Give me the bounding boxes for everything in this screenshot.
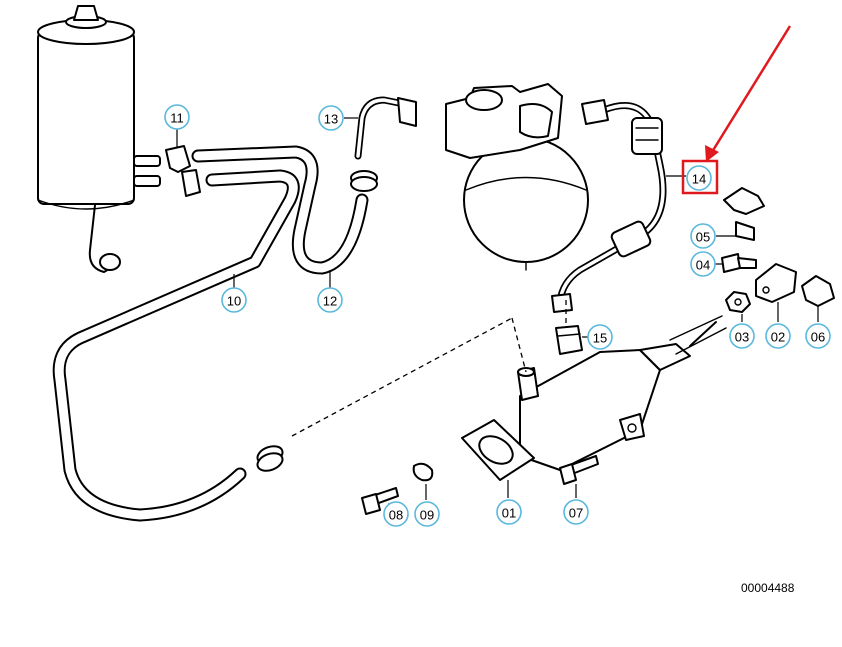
nut-03 — [725, 291, 751, 322]
callout-07: 07 — [563, 499, 589, 525]
callout-12: 12 — [317, 287, 343, 313]
bolt-08 — [361, 487, 399, 515]
callout-label: 04 — [696, 258, 710, 273]
callout-label: 08 — [389, 508, 403, 523]
callout-label: 03 — [735, 330, 749, 345]
callout-06: 06 — [805, 323, 831, 349]
pointer-arrowhead — [705, 145, 719, 162]
callout-05: 05 — [690, 223, 716, 249]
callout-08: 08 — [383, 501, 409, 527]
pipe-14 — [551, 99, 686, 313]
pipe-13 — [344, 96, 417, 192]
clip-06 — [801, 275, 835, 322]
master-cylinder — [461, 315, 727, 498]
pointer-arrow — [710, 25, 792, 153]
callout-label: 07 — [569, 506, 583, 521]
hose-clamp-lower — [256, 445, 284, 472]
callout-09: 09 — [414, 501, 440, 527]
reservoir — [37, 5, 161, 273]
callout-14: 14 — [686, 165, 712, 191]
callout-15: 15 — [587, 324, 613, 350]
callout-label: 05 — [696, 230, 710, 245]
washer-09 — [412, 462, 434, 500]
callout-04: 04 — [690, 251, 716, 277]
clevis-02 — [755, 263, 797, 322]
bolt-07 — [559, 455, 599, 498]
callout-label: 10 — [227, 294, 241, 309]
callout-label: 12 — [323, 294, 337, 309]
callout-label: 13 — [324, 112, 338, 127]
callout-label: 02 — [771, 330, 785, 345]
pressure-accumulator — [445, 83, 589, 271]
callout-03: 03 — [729, 323, 755, 349]
document-number: 00004488 — [741, 581, 795, 595]
hose-12 — [191, 145, 369, 289]
callout-label: 14 — [692, 172, 706, 187]
callout-01: 01 — [496, 499, 522, 525]
highlight-box — [681, 159, 719, 195]
hose-union — [165, 128, 201, 197]
callout-label: 06 — [811, 330, 825, 345]
callout-13: 13 — [318, 105, 344, 131]
callout-label: 15 — [593, 331, 607, 346]
bracket-05 — [716, 187, 765, 241]
highlight-14 — [681, 25, 792, 195]
callout-label: 01 — [502, 506, 516, 521]
callout-10: 10 — [221, 287, 247, 313]
callout-label: 09 — [420, 508, 434, 523]
union-15 — [555, 325, 588, 355]
callout-02: 02 — [765, 323, 791, 349]
callout-11: 11 — [164, 104, 190, 130]
assembly-guides — [291, 300, 567, 437]
bolt-04 — [714, 253, 757, 273]
callout-label: 11 — [170, 111, 184, 126]
